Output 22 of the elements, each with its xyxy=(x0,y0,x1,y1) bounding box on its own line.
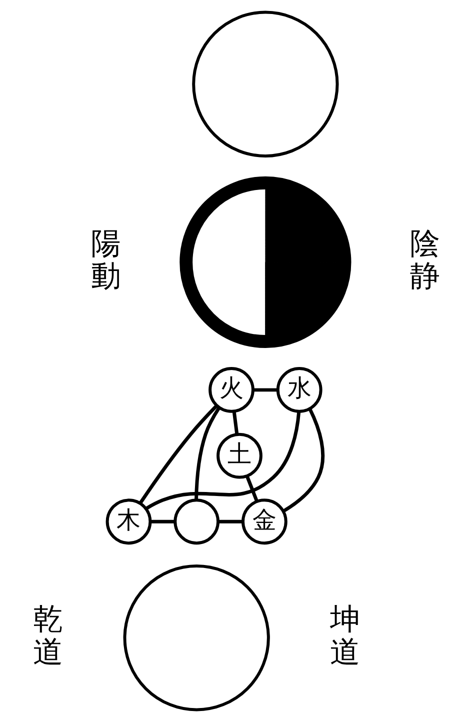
node-label: 陰静 xyxy=(410,226,440,294)
connector xyxy=(150,520,174,524)
connector xyxy=(144,411,300,510)
node-label: 乾道 xyxy=(32,602,62,670)
node-circle: 木 xyxy=(105,498,152,545)
connector xyxy=(282,408,324,513)
node-label: 陽動 xyxy=(90,226,120,294)
node-circle: 土 xyxy=(216,432,262,479)
node-circle xyxy=(173,498,220,545)
node-label: 坤道 xyxy=(330,602,360,670)
connector xyxy=(138,404,218,504)
connector xyxy=(194,406,220,500)
node-circle: 水 xyxy=(276,366,322,413)
node-circle xyxy=(192,10,338,158)
node-circle: 金 xyxy=(240,498,287,545)
node-circle: 火 xyxy=(208,366,254,413)
connector xyxy=(218,520,242,524)
connector xyxy=(232,411,238,434)
node-circle xyxy=(122,564,270,712)
node-circle xyxy=(179,176,351,348)
connector xyxy=(252,388,278,392)
connector xyxy=(244,475,258,502)
